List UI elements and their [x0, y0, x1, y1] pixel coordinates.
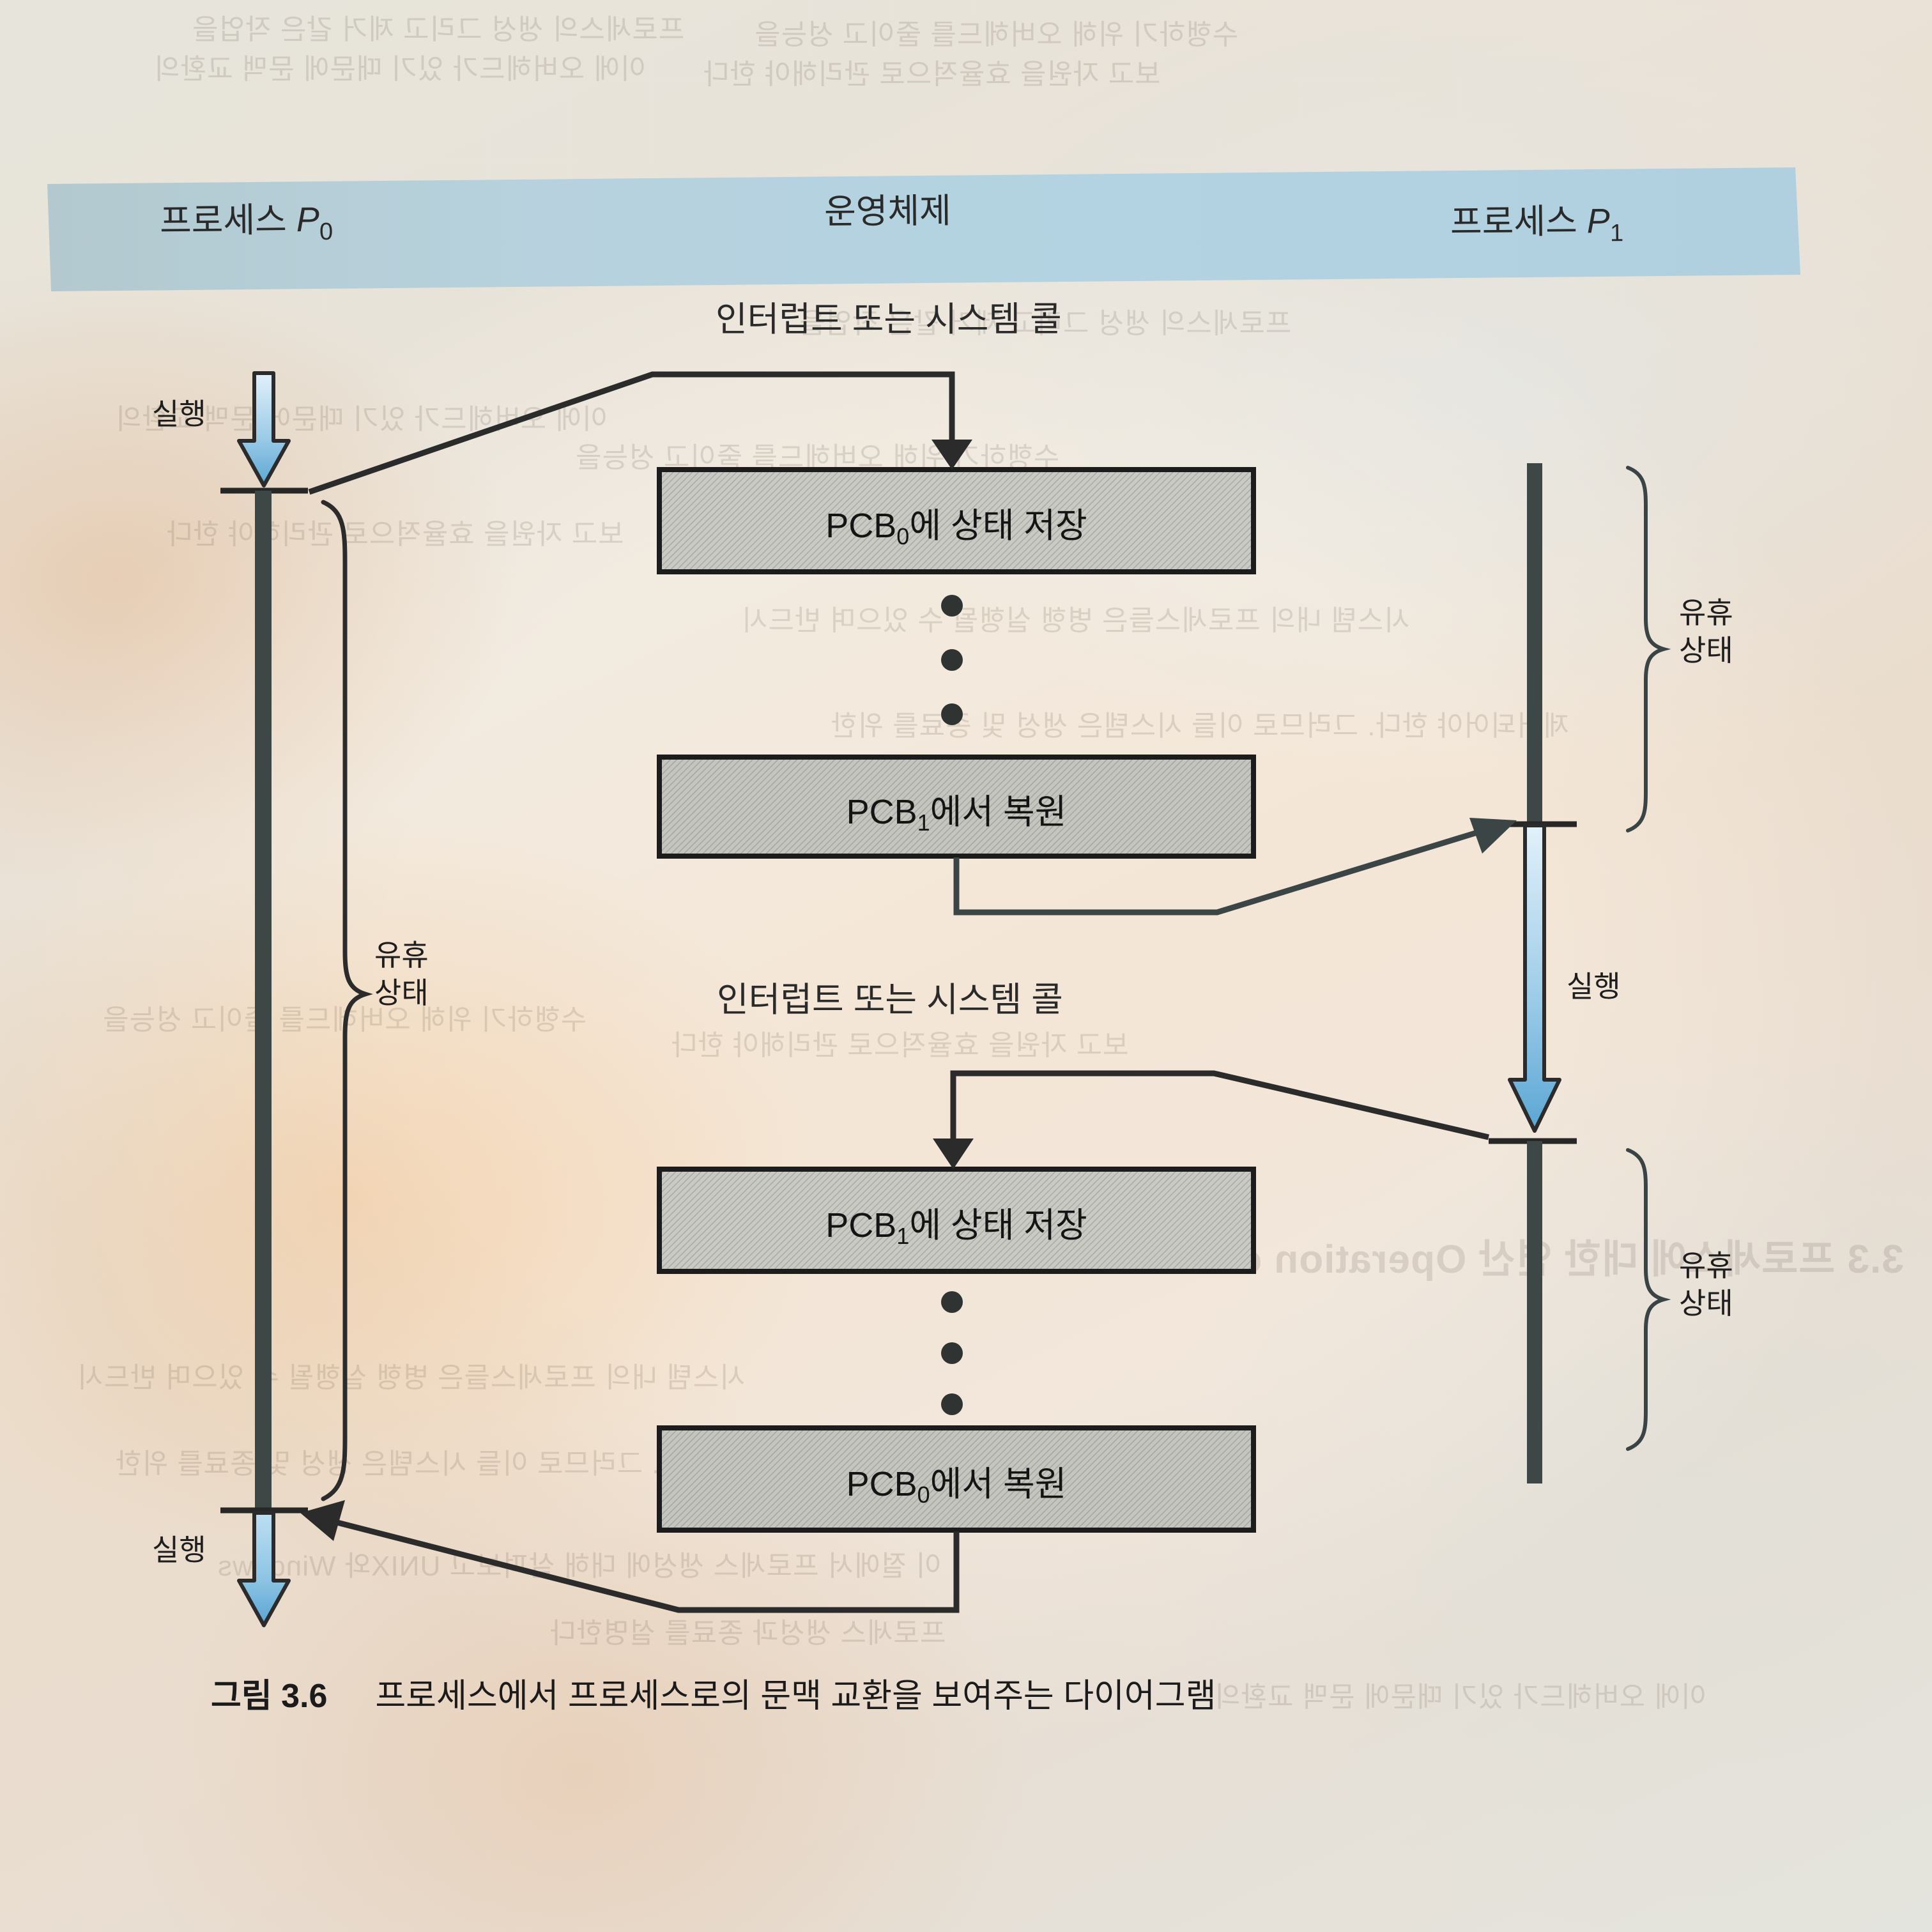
header-p0-name: 프로세스 — [159, 201, 288, 241]
p1-idle-top-line1: 유휴 — [1679, 596, 1733, 629]
p0-exec-top-text: 실행 — [152, 397, 206, 431]
box-restore-pcb0 — [657, 1425, 1256, 1533]
p1-idle-bottom-line1: 유휴 — [1679, 1249, 1733, 1282]
box-save-pcb1 — [657, 1167, 1256, 1274]
box0-suffix: 에 상태 저장 — [909, 507, 1087, 545]
event-top-text: 인터럽트 또는 시스템 콜 — [716, 300, 1062, 339]
p0-idle-line1: 유휴 — [374, 939, 429, 972]
p1-idle-top-line2: 상태 — [1679, 633, 1733, 667]
header-p1-subscript: 1 — [1609, 220, 1624, 247]
box2-suffix: 에 상태 저장 — [909, 1206, 1087, 1245]
p1-exec-text: 실행 — [1567, 970, 1621, 1003]
box-label-save-pcb1: PCB1에 상태 저장 — [659, 1197, 1254, 1250]
header-label-process-p0: 프로세스 P0 — [160, 191, 334, 248]
event-middle-text: 인터럽트 또는 시스템 콜 — [717, 981, 1063, 1019]
header-label-process-p1: 프로세스 P1 — [1450, 192, 1624, 249]
box3-suffix: 에서 복원 — [930, 1465, 1067, 1503]
p0-executing-arrow-top — [237, 371, 291, 487]
ellipsis-dots-lower — [941, 1291, 963, 1415]
box2-prefix: PCB — [825, 1206, 897, 1245]
box0-prefix: PCB — [825, 507, 897, 545]
header-p1-name: 프로세스 — [1450, 202, 1578, 242]
figure-caption: 그림 3.6 프로세스에서 프로세스로의 문맥 교환을 보여주는 다이어그램 — [211, 1669, 1216, 1717]
box2-subscript: 1 — [896, 1222, 910, 1249]
header-p0-symbol: P — [296, 200, 320, 240]
p0-idle-line2: 상태 — [374, 976, 429, 1009]
connector-os-to-p1 — [953, 818, 1517, 916]
p0-executing-label-bottom: 실행 — [152, 1527, 206, 1569]
header-os-name: 운영체제 — [824, 192, 952, 231]
caption-number: 그림 3.6 — [211, 1678, 328, 1715]
event-label-middle: 인터럽트 또는 시스템 콜 — [717, 971, 1063, 1022]
p1-idle-bar-bottom — [1527, 1141, 1542, 1483]
p1-idle-brace-top — [1626, 466, 1671, 832]
box-label-save-pcb0: PCB0에 상태 저장 — [659, 497, 1254, 550]
box-label-restore-pcb1: PCB1에서 복원 — [659, 783, 1254, 836]
p1-idle-label-bottom: 유휴 상태 — [1679, 1247, 1733, 1322]
p0-idle-bar — [255, 491, 272, 1510]
p0-idle-label: 유휴 상태 — [374, 937, 429, 1012]
event-label-top: 인터럽트 또는 시스템 콜 — [716, 291, 1062, 341]
header-p0-subscript: 0 — [319, 218, 334, 246]
p1-idle-label-top: 유휴 상태 — [1679, 594, 1733, 670]
p1-executing-label: 실행 — [1567, 963, 1621, 1006]
connector-p1-to-os — [933, 1070, 1490, 1169]
header-band — [47, 167, 1800, 291]
box3-subscript: 0 — [917, 1481, 930, 1508]
box-label-restore-pcb0: PCB0에서 복원 — [659, 1455, 1254, 1508]
ellipsis-dots-upper — [941, 595, 963, 725]
p1-idle-bar-top — [1527, 463, 1542, 824]
box0-subscript: 0 — [896, 523, 910, 549]
p0-idle-brace — [321, 500, 373, 1501]
p0-executing-arrow-bottom — [237, 1511, 291, 1627]
p1-idle-bottom-line2: 상태 — [1679, 1286, 1733, 1320]
header-label-operating-system: 운영체제 — [824, 182, 951, 234]
connector-os-to-p0 — [300, 1500, 960, 1613]
p0-exec-bottom-text: 실행 — [152, 1533, 206, 1567]
box1-suffix: 에서 복원 — [930, 793, 1067, 831]
caption-text: 프로세스에서 프로세스로의 문맥 교환을 보여주는 다이어그램 — [375, 1678, 1216, 1715]
box3-prefix: PCB — [846, 1465, 917, 1503]
box-restore-pcb1 — [657, 755, 1256, 859]
box-save-pcb0 — [657, 467, 1256, 574]
p1-executing-arrow — [1508, 824, 1561, 1133]
box1-prefix: PCB — [846, 793, 917, 831]
p0-executing-label-top: 실행 — [152, 391, 206, 433]
connector-p0-to-os — [308, 371, 972, 495]
p1-idle-brace-bottom — [1626, 1148, 1671, 1451]
header-p1-symbol: P — [1586, 202, 1611, 241]
box1-subscript: 1 — [917, 809, 930, 836]
